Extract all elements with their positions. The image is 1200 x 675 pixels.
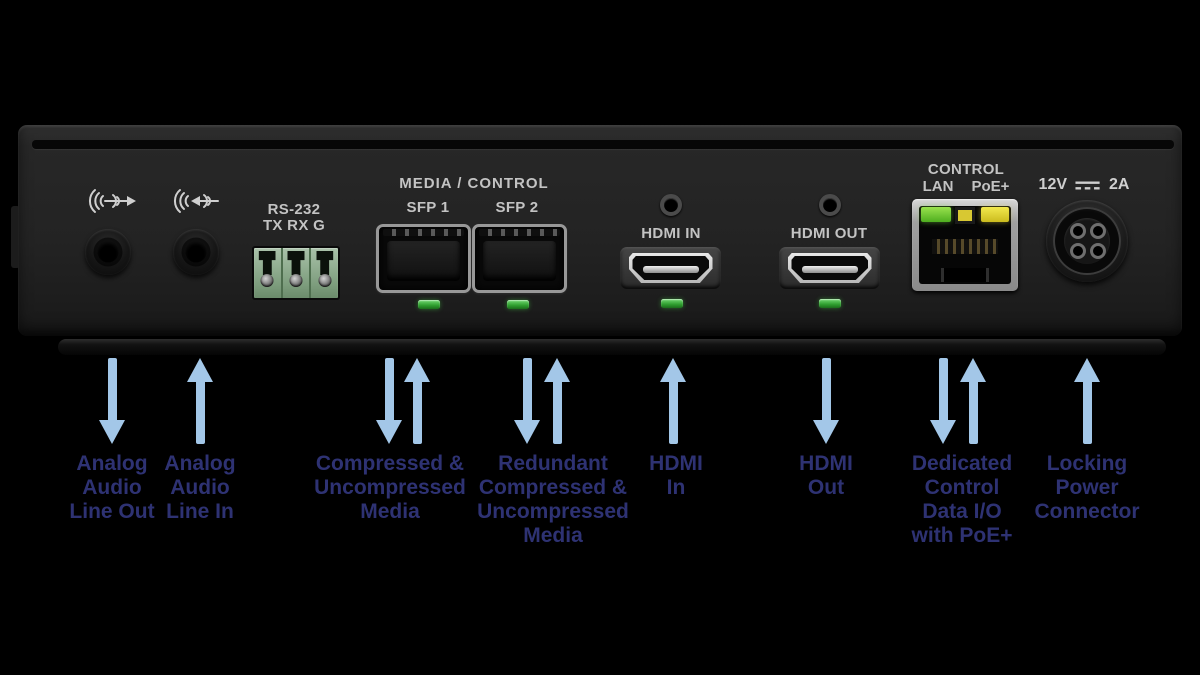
sfp1-module xyxy=(387,241,460,281)
dc-voltage-icon xyxy=(1075,181,1101,189)
locking-power-connector xyxy=(1046,200,1128,282)
annotation-dedicated-control: Dedicated Control Data I/O with PoE+ xyxy=(911,452,1013,547)
sfp2-cage xyxy=(472,224,567,293)
sfp1-cage xyxy=(376,224,471,293)
rs232-label: RS-232 TX RX G xyxy=(262,201,326,234)
device-base-plate xyxy=(58,339,1166,355)
hdmi-out-label: HDMI OUT xyxy=(790,225,868,242)
arrow-up-icon xyxy=(1074,358,1100,444)
hdmi-in-status-led xyxy=(661,299,683,308)
sfp2-cage-notches xyxy=(479,229,560,236)
arrow-up-icon xyxy=(404,358,430,444)
hdmi-out-port xyxy=(779,247,880,289)
vent-slot xyxy=(32,140,1174,149)
rj45-green-led xyxy=(921,207,951,222)
power-voltage-label: 12V xyxy=(1038,176,1068,193)
chassis-side-tab xyxy=(11,206,20,268)
rj45-pins xyxy=(932,239,998,254)
arrow-down-icon xyxy=(514,358,540,444)
annotation-analog-audio-line-in: Analog Audio Line In xyxy=(164,452,236,523)
hdmi-out-screw-hole xyxy=(819,194,841,216)
audio-line-out-icon xyxy=(88,189,136,213)
power-pin xyxy=(1070,243,1086,259)
sfp1-label: SFP 1 xyxy=(406,199,450,216)
rs232-terminal-g xyxy=(309,248,338,298)
arrow-up-icon xyxy=(960,358,986,444)
power-pin xyxy=(1070,223,1086,239)
power-current-label: 2A xyxy=(1109,176,1130,193)
annotation-analog-audio-line-out: Analog Audio Line Out xyxy=(69,452,155,523)
sfp2-module xyxy=(483,241,556,281)
annotation-locking-power: Locking Power Connector xyxy=(1034,452,1140,523)
lan-poe-label-row: LAN PoE+ xyxy=(923,178,1010,195)
control-lan-port xyxy=(912,199,1018,291)
hdmi-in-screw-hole xyxy=(660,194,682,216)
rj45-yellow-led xyxy=(981,207,1009,222)
audio-line-in-jack xyxy=(173,229,219,275)
audio-line-in-icon xyxy=(173,189,219,213)
arrow-down-icon xyxy=(99,358,125,444)
power-pin xyxy=(1090,243,1106,259)
annotation-hdmi-in: HDMI In xyxy=(649,452,703,499)
arrow-up-icon xyxy=(660,358,686,444)
sfp2-status-led xyxy=(507,300,529,309)
annotation-redundant-media: Redundant Compressed & Uncompressed Medi… xyxy=(477,452,629,547)
lan-label: LAN xyxy=(922,178,954,195)
hdmi-out-tongue xyxy=(801,266,858,273)
rs232-terminal-block xyxy=(252,246,340,300)
annotation-compressed-media: Compressed & Uncompressed Media xyxy=(314,452,466,523)
rj45-center-tab xyxy=(955,207,975,224)
hdmi-in-port xyxy=(620,247,721,289)
power-label-row: 12V 2A xyxy=(1039,176,1130,194)
rs232-terminal-tx xyxy=(254,248,281,298)
control-label: CONTROL xyxy=(927,161,1005,178)
rs232-terminal-rx xyxy=(280,248,310,298)
hdmi-in-tongue xyxy=(642,266,699,273)
media-control-label: MEDIA / CONTROL xyxy=(399,175,549,192)
arrow-up-icon xyxy=(544,358,570,444)
sfp1-status-led xyxy=(418,300,440,309)
sfp2-label: SFP 2 xyxy=(495,199,539,216)
arrow-down-icon xyxy=(813,358,839,444)
poe-label: PoE+ xyxy=(971,178,1010,195)
arrow-down-icon xyxy=(376,358,402,444)
power-pin xyxy=(1090,223,1106,239)
rj45-latch-slot xyxy=(941,268,989,282)
hdmi-in-label: HDMI IN xyxy=(641,225,701,242)
audio-line-out-jack xyxy=(85,229,131,275)
sfp1-cage-notches xyxy=(383,229,464,236)
arrow-down-icon xyxy=(930,358,956,444)
hdmi-out-status-led xyxy=(819,299,841,308)
annotation-hdmi-out: HDMI Out xyxy=(799,452,853,499)
arrow-up-icon xyxy=(187,358,213,444)
